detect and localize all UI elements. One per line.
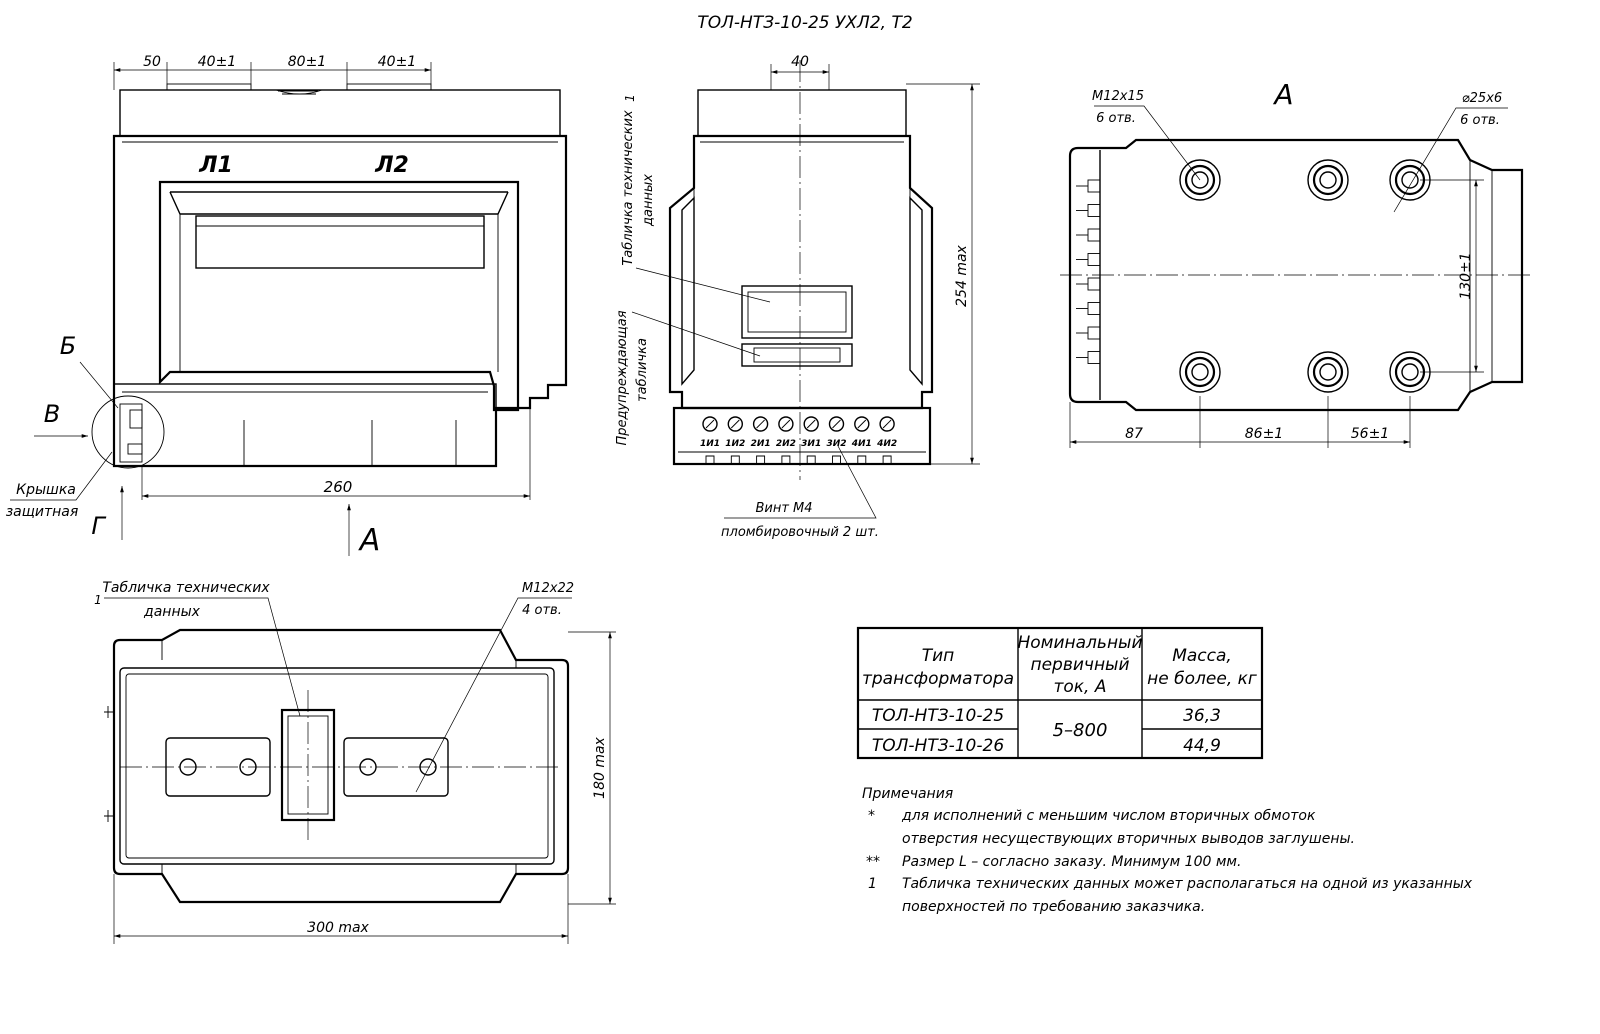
top-terminal bbox=[1076, 302, 1101, 315]
terminal-7: 4И1 bbox=[851, 416, 872, 464]
terminal-2: 1И2 bbox=[725, 416, 745, 464]
note-3-line-1: Табличка технических данных может распол… bbox=[902, 876, 1473, 892]
top-terminal bbox=[1076, 228, 1101, 242]
primary-bolt bbox=[1179, 159, 1221, 201]
row2-type: ТОЛ-НТЗ-10-26 bbox=[872, 736, 1004, 756]
label-g: Г bbox=[91, 512, 106, 540]
dim-300: 300 max bbox=[307, 920, 369, 936]
note-2-line-1: Размер L – согласно заказу. Минимум 100 … bbox=[902, 854, 1241, 870]
dim-40a: 40±1 bbox=[198, 54, 236, 70]
thread-m12x15-count: 6 отв. bbox=[1096, 111, 1136, 126]
terminal-6: 3И2 bbox=[826, 416, 847, 464]
dim-260: 260 bbox=[324, 478, 353, 496]
top-terminal bbox=[1076, 204, 1101, 217]
dim-87: 87 bbox=[1125, 426, 1143, 442]
bottom-nameplate-ref: 1 bbox=[94, 593, 102, 607]
top-terminal bbox=[1076, 253, 1101, 266]
cover-label-2: защитная bbox=[6, 504, 79, 520]
top-terminal bbox=[1076, 326, 1101, 340]
row1-mass: 36,3 bbox=[1183, 706, 1221, 726]
top-view-a: 87 86±1 56±1 130±1 А М12х15 6 отв. ⌀25х6… bbox=[1060, 78, 1530, 448]
screw-label-1: Винт М4 bbox=[755, 501, 812, 516]
note-1-line-1: для исполнений с меньшим числом вторичны… bbox=[901, 808, 1316, 824]
dim-80: 80±1 bbox=[288, 54, 326, 70]
warning-label-2: табличка bbox=[635, 338, 650, 402]
th-current-2: первичный bbox=[1030, 655, 1129, 675]
side-nameplate-2: данных bbox=[641, 174, 656, 227]
terminal-l1: Л1 bbox=[198, 153, 233, 178]
note-3-line-2: поверхностей по требованию заказчика. bbox=[902, 899, 1205, 915]
primary-bolt bbox=[1179, 351, 1221, 393]
front-view: 50 40±1 80±1 40±1 260 Л1 Л2 Б В Крышка з… bbox=[6, 54, 568, 558]
note-3-mark: 1 bbox=[868, 876, 877, 892]
cover-label-1: Крышка bbox=[16, 482, 76, 498]
terminal-label: 3И1 bbox=[801, 439, 821, 449]
primary-bolt bbox=[1307, 159, 1349, 201]
terminal-8: 4И2 bbox=[876, 416, 897, 464]
bore-25x6: ⌀25х6 bbox=[1462, 91, 1502, 106]
dim-86: 86±1 bbox=[1245, 426, 1283, 442]
terminal-1: 1И1 bbox=[700, 416, 720, 464]
row1-type: ТОЛ-НТЗ-10-25 bbox=[872, 706, 1004, 726]
terminal-3: 2И1 bbox=[751, 416, 771, 464]
dim-50: 50 bbox=[143, 54, 161, 70]
th-mass-2: не более, кг bbox=[1147, 669, 1257, 689]
bottom-nameplate-2: данных bbox=[143, 604, 201, 620]
notes-heading: Примечания bbox=[862, 786, 953, 802]
primary-bolt bbox=[1307, 351, 1349, 393]
top-terminal bbox=[1076, 351, 1101, 364]
dim-180: 180 max bbox=[592, 736, 608, 798]
dim-254: 254 max bbox=[954, 244, 970, 306]
notes: Примечания * для исполнений с меньшим чи… bbox=[862, 786, 1473, 915]
terminal-label: 3И2 bbox=[826, 439, 846, 449]
label-b: Б bbox=[60, 332, 76, 360]
row-current: 5–800 bbox=[1053, 720, 1108, 741]
drawing-title: ТОЛ-НТЗ-10-25 УХЛ2, Т2 bbox=[697, 13, 912, 33]
thread-m12x15: М12х15 bbox=[1092, 89, 1144, 104]
terminal-label: 1И2 bbox=[725, 439, 745, 449]
warning-label-1: Предупреждающая bbox=[615, 310, 630, 445]
label-a-front: А bbox=[358, 523, 381, 558]
terminal-label: 4И2 bbox=[876, 439, 897, 449]
thread-m12x22: М12х22 bbox=[522, 581, 574, 596]
row2-mass: 44,9 bbox=[1183, 736, 1221, 756]
note-1-mark: * bbox=[868, 808, 875, 824]
note-1-line-2: отверстия несуществующих вторичных вывод… bbox=[902, 831, 1355, 847]
terminal-label: 2И2 bbox=[776, 439, 796, 449]
th-current-3: ток, А bbox=[1053, 677, 1106, 697]
dim-56: 56±1 bbox=[1351, 426, 1389, 442]
note-2-mark: ** bbox=[866, 854, 880, 870]
screw-label-2: пломбировочный 2 шт. bbox=[721, 525, 879, 540]
terminal-5: 3И1 bbox=[801, 416, 821, 464]
bottom-nameplate-1: Табличка технических bbox=[102, 580, 270, 596]
terminal-label: 2И1 bbox=[751, 439, 771, 449]
view-a-label: А bbox=[1272, 78, 1293, 111]
dim-40b: 40±1 bbox=[378, 54, 416, 70]
dim-40-side: 40 bbox=[791, 54, 809, 70]
th-mass-1: Масса, bbox=[1172, 646, 1232, 666]
nameplate-ref: 1 bbox=[623, 94, 637, 102]
th-type-1: Тип bbox=[922, 646, 955, 666]
terminal-label: 1И1 bbox=[700, 439, 720, 449]
terminal-label: 4И1 bbox=[851, 439, 872, 449]
th-current-1: Номинальный bbox=[1017, 633, 1142, 653]
top-terminal bbox=[1076, 179, 1101, 193]
spec-table: Тип трансформатора Номинальный первичный… bbox=[856, 626, 1264, 760]
label-v: В bbox=[44, 400, 60, 428]
side-view: 1И1 1И2 2И1 2И2 3И1 3И2 4И1 4И2 40 254 max 1 Та… bbox=[615, 54, 980, 540]
terminal-l2: Л2 bbox=[374, 153, 409, 178]
side-nameplate-1: Табличка технических bbox=[621, 110, 636, 266]
thread-m12x22-count: 4 отв. bbox=[522, 603, 562, 618]
th-type-2: трансформатора bbox=[862, 669, 1014, 689]
terminal-4: 2И2 bbox=[776, 416, 796, 464]
top-terminal bbox=[1076, 277, 1101, 291]
dim-130: 130±1 bbox=[1458, 252, 1474, 299]
bore-25x6-count: 6 отв. bbox=[1460, 113, 1500, 128]
bottom-view: 180 max 300 max 1 Табличка технических д… bbox=[94, 580, 616, 944]
